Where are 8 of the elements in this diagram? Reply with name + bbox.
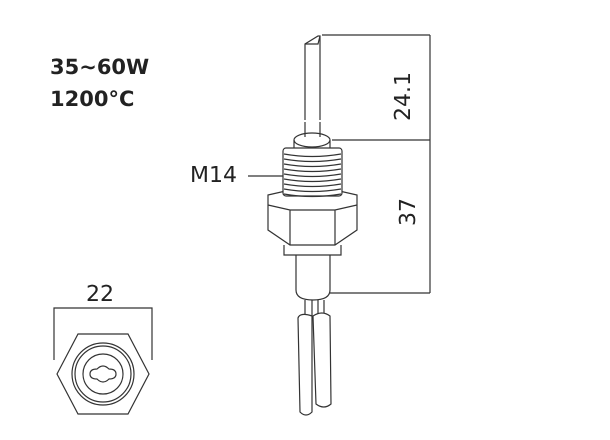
dimension-value: 24.1	[393, 72, 415, 121]
leader-line	[248, 175, 283, 177]
part-label: M14	[190, 165, 237, 187]
dimension-value: 22	[86, 284, 114, 306]
temperature-rating: 1200°C	[50, 89, 134, 110]
dimension-value: 37	[398, 198, 420, 226]
power-rating: 35~60W	[50, 57, 150, 78]
thread-drawing	[282, 147, 343, 198]
